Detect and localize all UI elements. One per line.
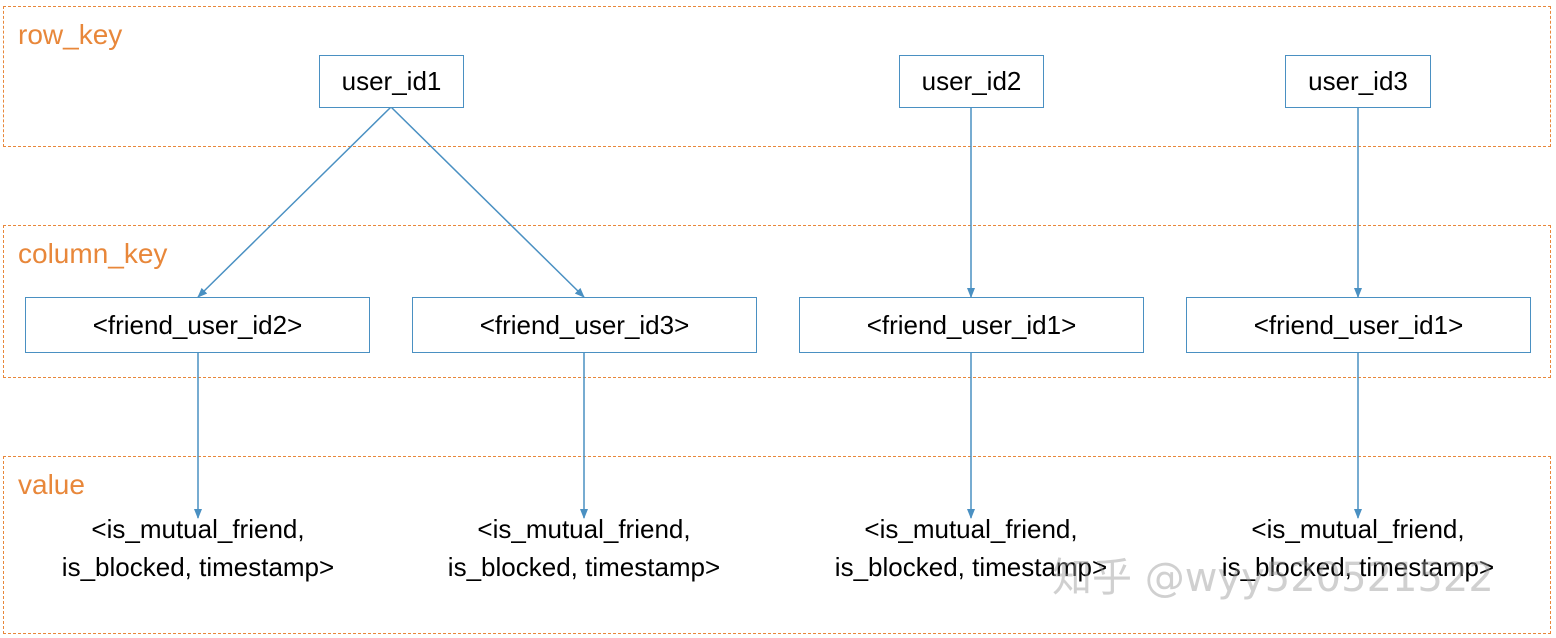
row-node-user-id3: user_id3 <box>1285 55 1431 108</box>
value-line2: is_blocked, timestamp> <box>834 552 1108 582</box>
row-node-user-id1: user_id1 <box>319 55 464 108</box>
value-text-4: <is_mutual_friend, is_blocked, timestamp… <box>1178 510 1538 586</box>
value-line2: is_blocked, timestamp> <box>1221 552 1495 582</box>
column-node-friend-user-id1-a: <friend_user_id1> <box>799 297 1144 353</box>
column-node-friend-user-id1-b: <friend_user_id1> <box>1186 297 1531 353</box>
column-node-friend-user-id2: <friend_user_id2> <box>25 297 370 353</box>
value-line2: is_blocked, timestamp> <box>61 552 335 582</box>
watermark: 知乎 @wyy520521522 <box>1052 555 1494 601</box>
value-line1: <is_mutual_friend, <box>477 514 691 544</box>
value-region: value <box>3 456 1551 634</box>
value-line2: is_blocked, timestamp> <box>447 552 721 582</box>
row-key-label: row_key <box>18 19 123 50</box>
row-node-user-id2: user_id2 <box>899 55 1044 108</box>
value-label: value <box>18 469 85 500</box>
value-line1: <is_mutual_friend, <box>91 514 305 544</box>
value-line1: <is_mutual_friend, <box>1251 514 1465 544</box>
column-node-friend-user-id3: <friend_user_id3> <box>412 297 757 353</box>
row-key-region: row_key <box>3 6 1551 147</box>
value-text-3: <is_mutual_friend, is_blocked, timestamp… <box>791 510 1151 586</box>
value-text-1: <is_mutual_friend, is_blocked, timestamp… <box>18 510 378 586</box>
column-key-region: column_key <box>3 225 1551 378</box>
value-line1: <is_mutual_friend, <box>864 514 1078 544</box>
value-text-2: <is_mutual_friend, is_blocked, timestamp… <box>404 510 764 586</box>
column-key-label: column_key <box>18 238 168 269</box>
